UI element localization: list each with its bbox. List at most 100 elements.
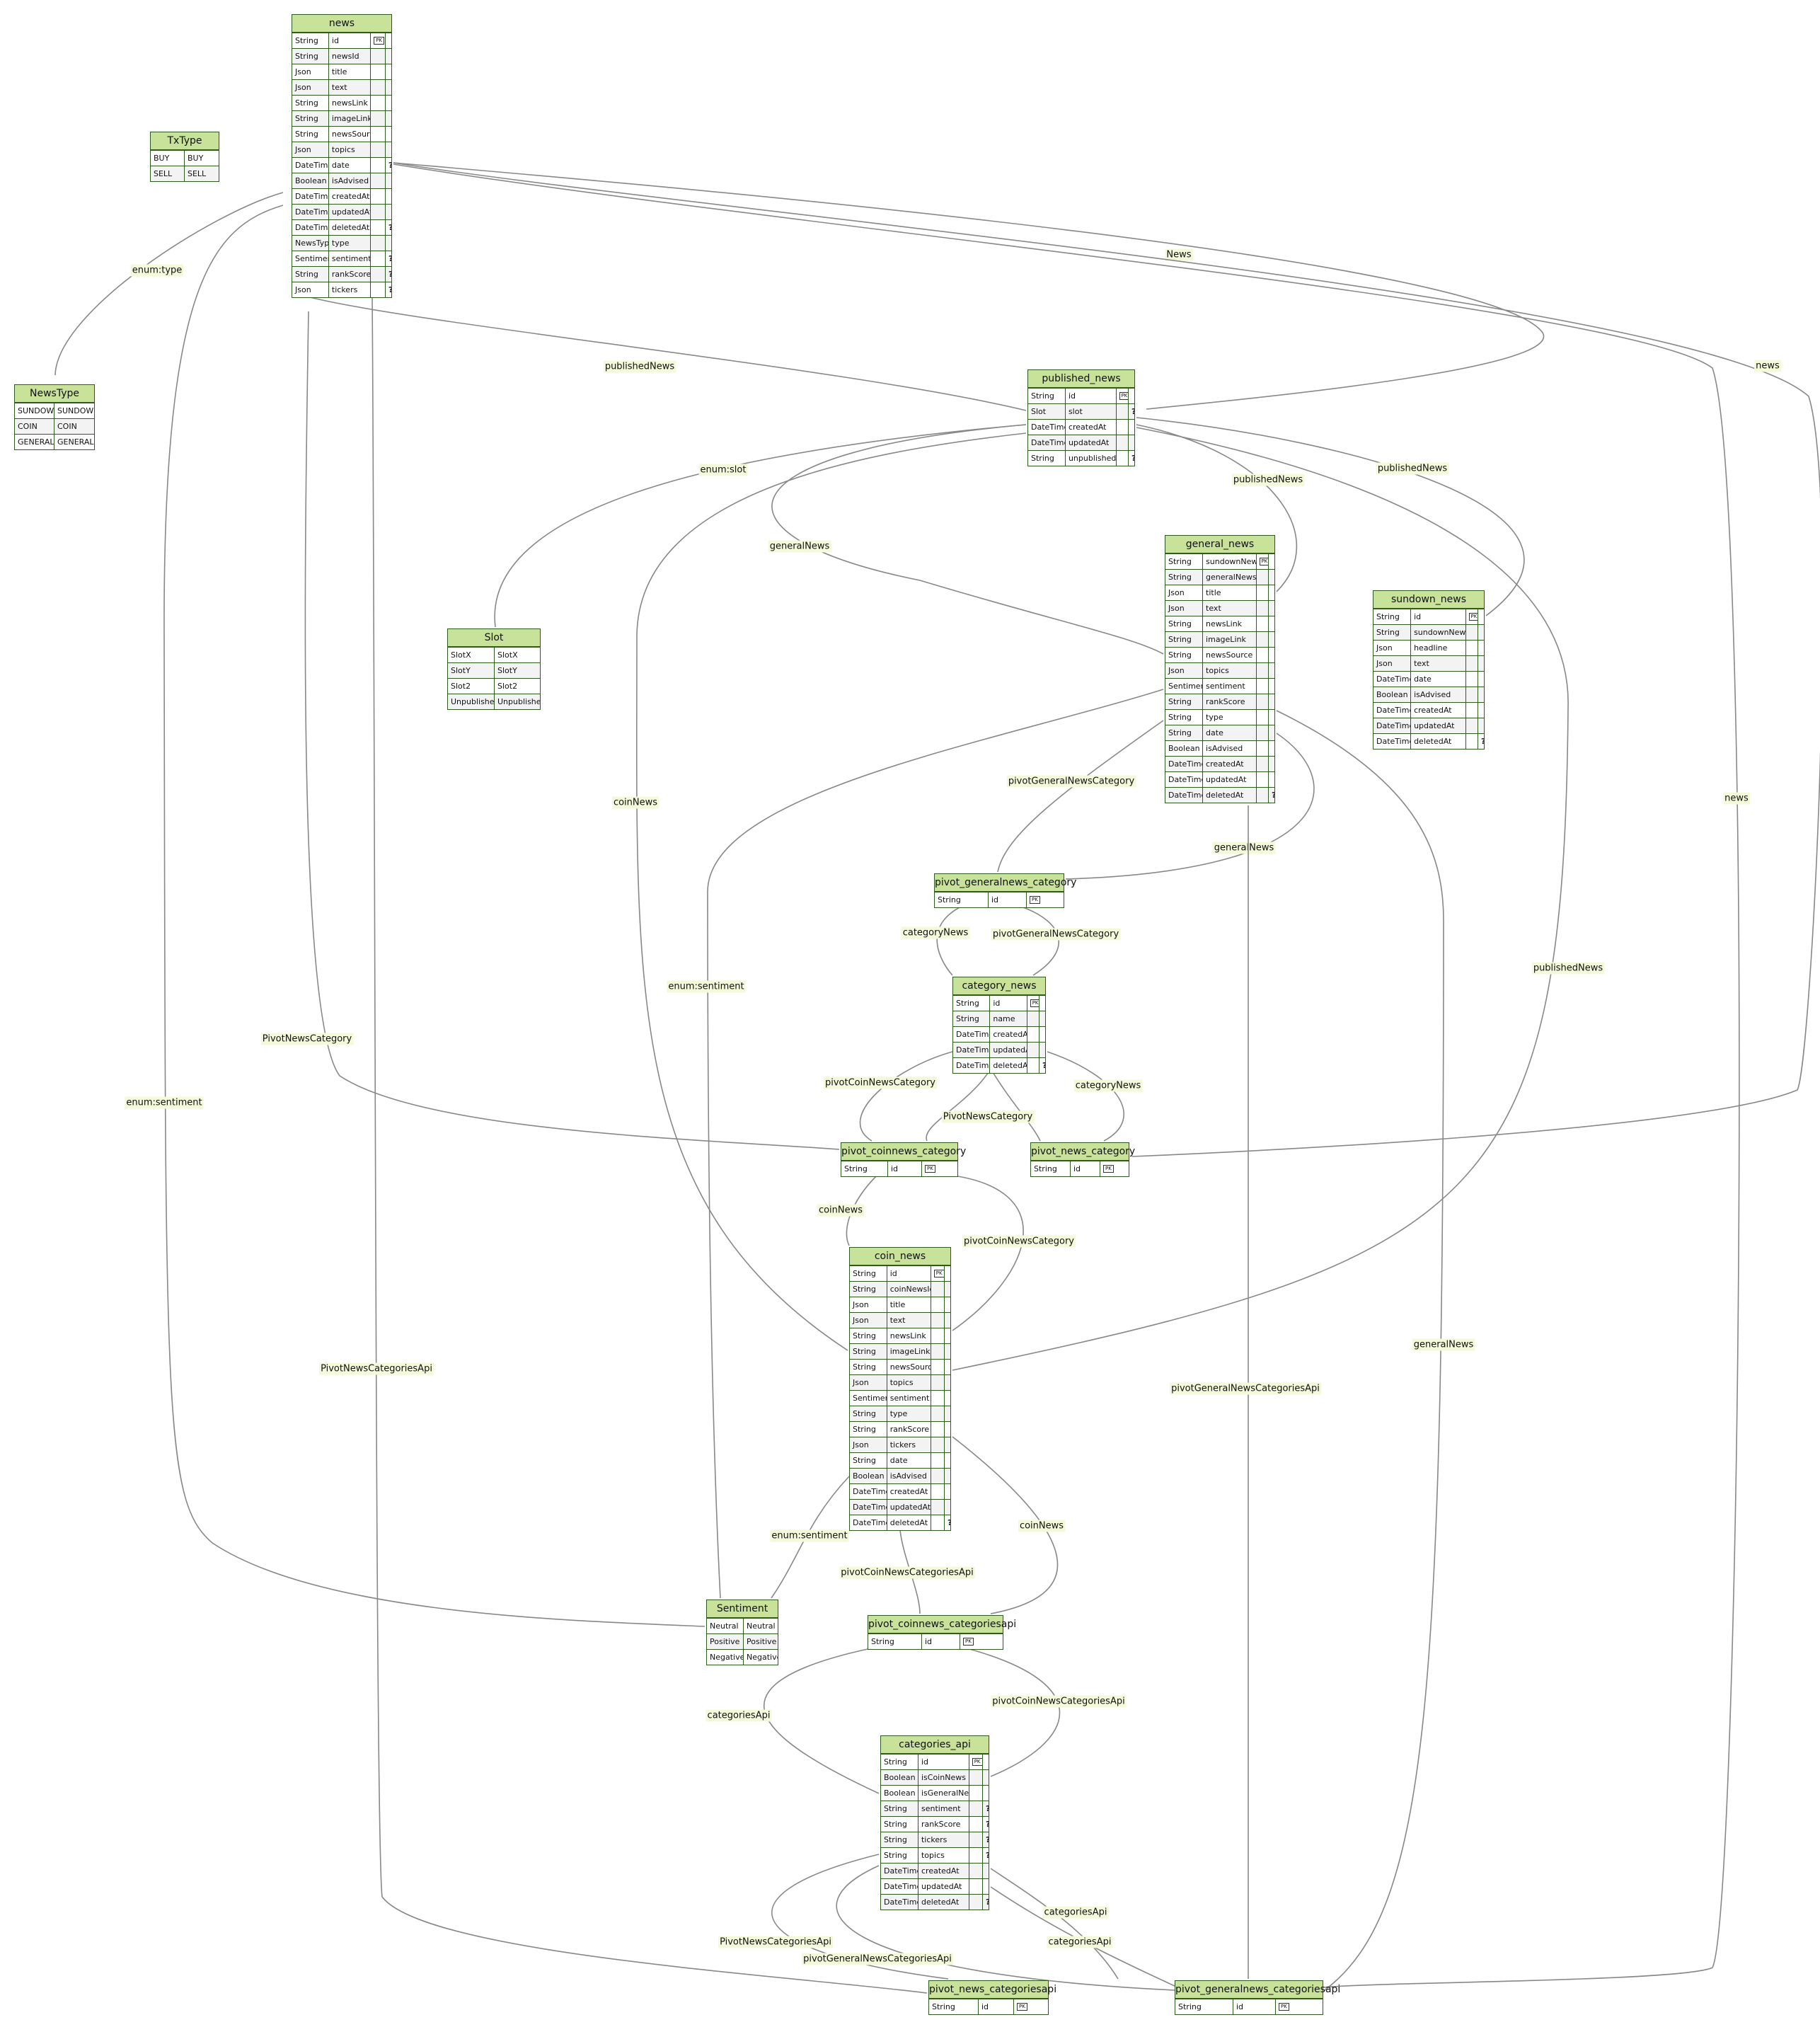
relationship-line[interactable]: [707, 689, 1164, 1599]
entity-field-row[interactable]: NegativeNegative: [707, 1649, 778, 1665]
relationship-line[interactable]: [969, 1648, 1061, 1777]
relationship-line[interactable]: [309, 297, 1027, 411]
relationship-line[interactable]: [1047, 1051, 1124, 1142]
relationship-line[interactable]: [990, 1868, 1119, 1980]
entity-published-news[interactable]: published_newsStringidPKSlotslot?DateTim…: [1027, 369, 1135, 466]
relationship-line[interactable]: [936, 905, 963, 976]
entity-field-row[interactable]: Sentimentsentiment?: [292, 251, 391, 266]
relationship-line[interactable]: [304, 311, 840, 1150]
entity-field-row[interactable]: StringgeneralNewsId: [1165, 569, 1274, 585]
relationship-line[interactable]: [859, 1051, 953, 1142]
relationship-line[interactable]: [163, 205, 705, 1627]
relationship-line[interactable]: [952, 427, 1569, 1371]
entity-field-row[interactable]: NewsTypetype: [292, 235, 391, 251]
relationship-line[interactable]: [1018, 905, 1060, 976]
entity-field-row[interactable]: UnpublishedUnpublished: [448, 694, 540, 709]
entity-general-news[interactable]: general_newsStringsundownNewsIdPKStringg…: [1165, 535, 1275, 803]
relationship-line[interactable]: [635, 432, 1027, 1351]
relationship-line[interactable]: [1136, 417, 1525, 616]
relationship-line[interactable]: [836, 1865, 1175, 1991]
relationship-line[interactable]: [494, 424, 1027, 628]
relationship-line[interactable]: [393, 163, 1740, 1988]
relationship-line[interactable]: [771, 1854, 949, 1980]
relationship-line[interactable]: [1136, 424, 1298, 592]
relationship-line[interactable]: [771, 424, 1164, 655]
entity-field-row[interactable]: StringsundownNewsId: [1373, 624, 1484, 640]
entity-field-row[interactable]: StringsundownNewsIdPK: [1165, 553, 1274, 569]
entity-field-row[interactable]: BooleanisGeneralNews: [881, 1785, 989, 1801]
entity-newstype[interactable]: NewsTypeSUNDOWNSUNDOWNCOINCOINGENERALGEN…: [14, 384, 95, 450]
relationship-line[interactable]: [948, 1174, 1024, 1331]
relationship-line[interactable]: [764, 1648, 880, 1794]
entity-field-row[interactable]: StringunpublishedAt?: [1028, 450, 1134, 466]
